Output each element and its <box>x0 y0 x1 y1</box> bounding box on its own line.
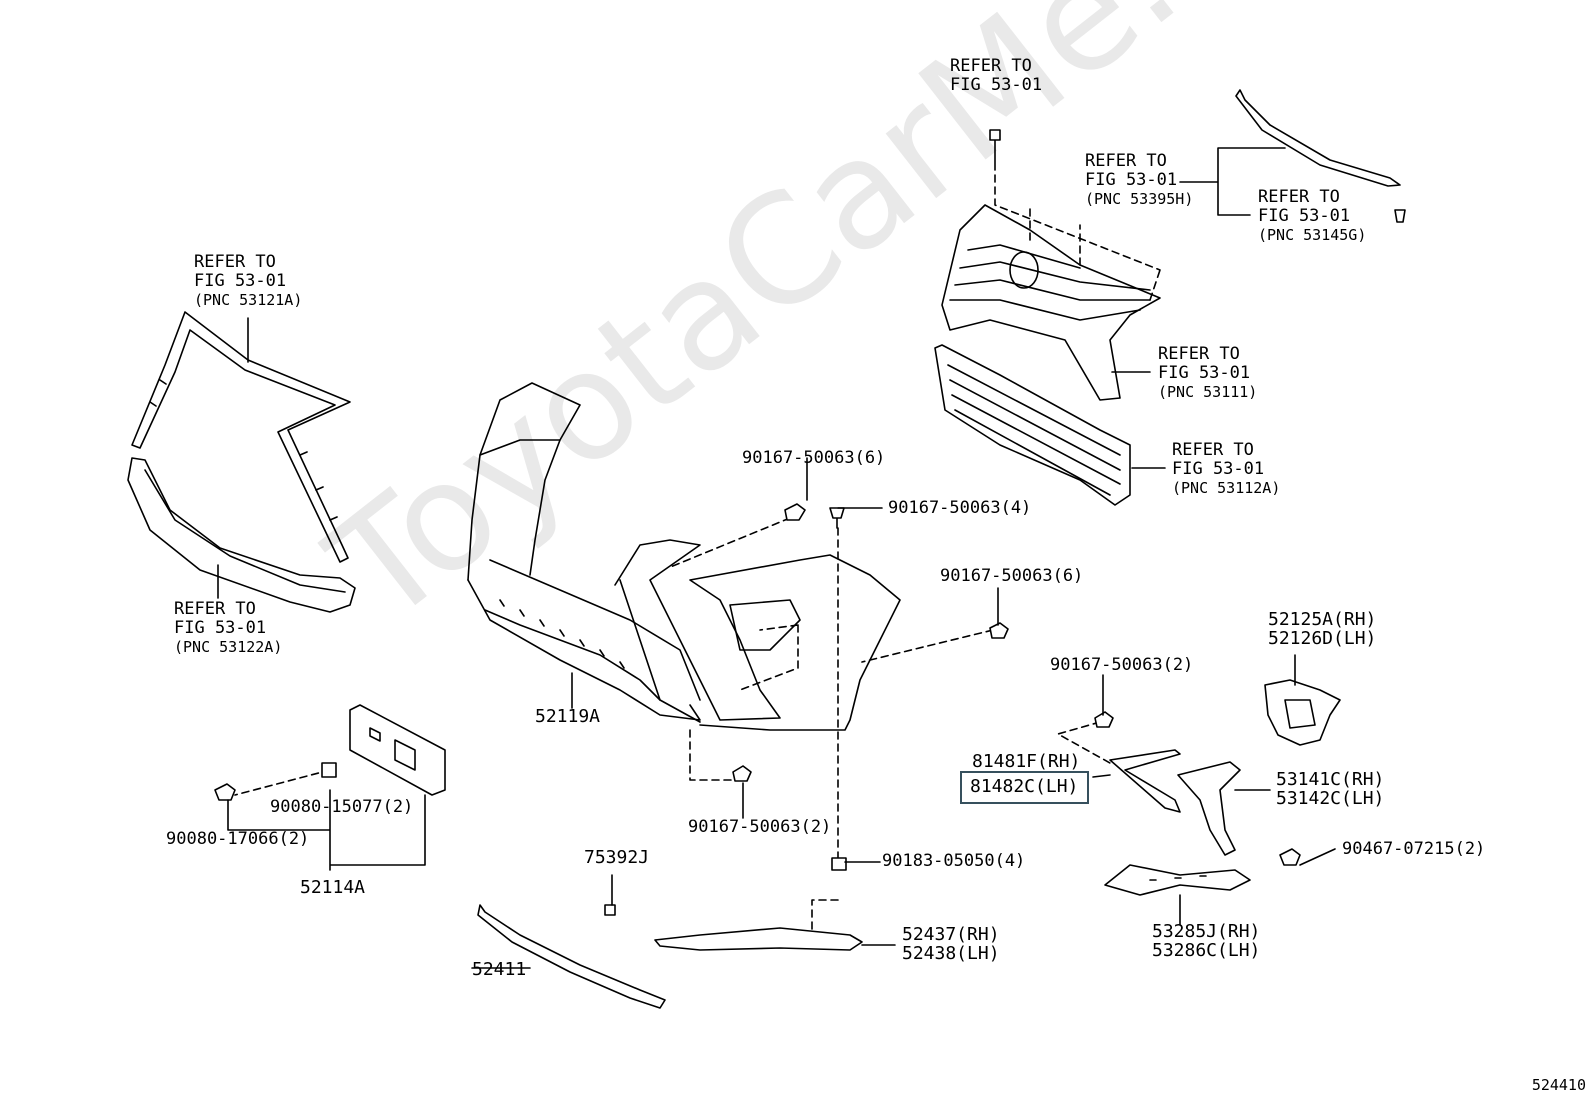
part-90183-05050[interactable]: 90183-05050(4) <box>882 851 1026 871</box>
lower-grille-trim <box>127 457 356 613</box>
refer-line2: FIG 53-01 <box>174 618 267 638</box>
refer-line2: FIG 53-01 <box>1258 206 1351 226</box>
refer-line1: REFER TO <box>950 56 1032 76</box>
part-52438[interactable]: 52438(LH) <box>902 943 1000 964</box>
part-75392j[interactable]: 75392J <box>584 847 650 868</box>
fog-lamp-cover <box>1109 749 1181 813</box>
part-52437[interactable]: 52437(RH) <box>902 924 1000 945</box>
grille-molding <box>1235 89 1401 187</box>
part-90467-07215[interactable]: 90467-07215(2) <box>1342 839 1486 859</box>
solid-leaders <box>227 147 1336 969</box>
part-53285j[interactable]: 53285J(RH) <box>1152 921 1261 942</box>
lower-side-molding <box>1104 864 1251 896</box>
refer-line1: REFER TO <box>1258 187 1340 207</box>
part-53285j-53286c: 53285J(RH) 53286C(LH) <box>1152 922 1260 960</box>
part-90167-50063-2-right[interactable]: 90167-50063(2) <box>1050 655 1194 675</box>
refer-pnc: (PNC 53145G) <box>1258 226 1367 244</box>
license-plate-bracket <box>349 704 446 796</box>
part-52119a[interactable]: 52119A <box>535 706 601 727</box>
upper-grille-trim <box>131 311 351 563</box>
refer-line1: REFER TO <box>194 252 276 272</box>
refer-pnc: (PNC 53112A) <box>1172 479 1281 497</box>
side-cover <box>1177 761 1241 856</box>
part-53286c[interactable]: 53286C(LH) <box>1152 940 1261 961</box>
bumper-cover <box>467 382 901 731</box>
part-52114a[interactable]: 52114A <box>300 877 366 898</box>
part-52126d[interactable]: 52126D(LH) <box>1268 628 1377 649</box>
part-90167-50063-6-lower[interactable]: 90167-50063(6) <box>940 566 1084 586</box>
part-81482c-highlighted[interactable]: 81482C(LH) <box>970 776 1079 797</box>
refer-to-pnc-53122a: REFER TO FIG 53-01 (PNC 53122A) <box>174 600 282 657</box>
part-52411[interactable]: 52411 <box>472 959 527 980</box>
refer-line2: FIG 53-01 <box>1172 459 1265 479</box>
refer-to-pnc-53121a: REFER TO FIG 53-01 (PNC 53121A) <box>194 253 302 310</box>
lower-grille <box>934 344 1131 506</box>
part-90080-17066[interactable]: 90080-17066(2) <box>166 829 310 849</box>
refer-pnc: (PNC 53122A) <box>174 638 283 656</box>
refer-pnc: (PNC 53111) <box>1158 383 1258 401</box>
refer-to-pnc-53112a: REFER TO FIG 53-01 (PNC 53112A) <box>1172 441 1280 498</box>
part-53141c[interactable]: 53141C(RH) <box>1276 769 1385 790</box>
bolts <box>214 129 1406 916</box>
refer-pnc: (PNC 53121A) <box>194 291 303 309</box>
part-90167-50063-2-left[interactable]: 90167-50063(2) <box>688 817 832 837</box>
refer-line2: FIG 53-01 <box>1085 170 1178 190</box>
part-53142c[interactable]: 53142C(LH) <box>1276 788 1385 809</box>
part-53141c-53142c: 53141C(RH) 53142C(LH) <box>1276 770 1384 808</box>
part-52437-52438: 52437(RH) 52438(LH) <box>902 925 1000 963</box>
part-90080-15077[interactable]: 90080-15077(2) <box>270 797 414 817</box>
refer-to-pnc-53145g: REFER TO FIG 53-01 (PNC 53145G) <box>1258 188 1366 245</box>
part-81481f[interactable]: 81481F(RH) <box>972 751 1081 772</box>
refer-line2: FIG 53-01 <box>950 75 1043 95</box>
refer-pnc: (PNC 53395H) <box>1085 190 1194 208</box>
refer-line1: REFER TO <box>1158 344 1240 364</box>
part-90167-50063-4[interactable]: 90167-50063(4) <box>888 498 1032 518</box>
lower-spoiler <box>477 904 666 1009</box>
refer-line2: FIG 53-01 <box>1158 363 1251 383</box>
retainer <box>1264 679 1341 746</box>
refer-line1: REFER TO <box>174 599 256 619</box>
refer-to-fig53-01-top: REFER TO FIG 53-01 <box>950 57 1042 95</box>
figure-number: 524410 <box>1531 1076 1586 1094</box>
bumper-molding <box>654 927 863 951</box>
refer-to-pnc-53395h: REFER TO FIG 53-01 (PNC 53395H) <box>1085 152 1193 209</box>
part-90167-50063-6-upper[interactable]: 90167-50063(6) <box>742 448 886 468</box>
upper-grille <box>941 204 1161 401</box>
part-52125a-52126d: 52125A(RH) 52126D(LH) <box>1268 610 1376 648</box>
refer-to-pnc-53111: REFER TO FIG 53-01 (PNC 53111) <box>1158 345 1257 402</box>
refer-line2: FIG 53-01 <box>194 271 287 291</box>
refer-line1: REFER TO <box>1085 151 1167 171</box>
part-52125a[interactable]: 52125A(RH) <box>1268 609 1377 630</box>
highlight-box <box>960 771 1089 804</box>
refer-line1: REFER TO <box>1172 440 1254 460</box>
